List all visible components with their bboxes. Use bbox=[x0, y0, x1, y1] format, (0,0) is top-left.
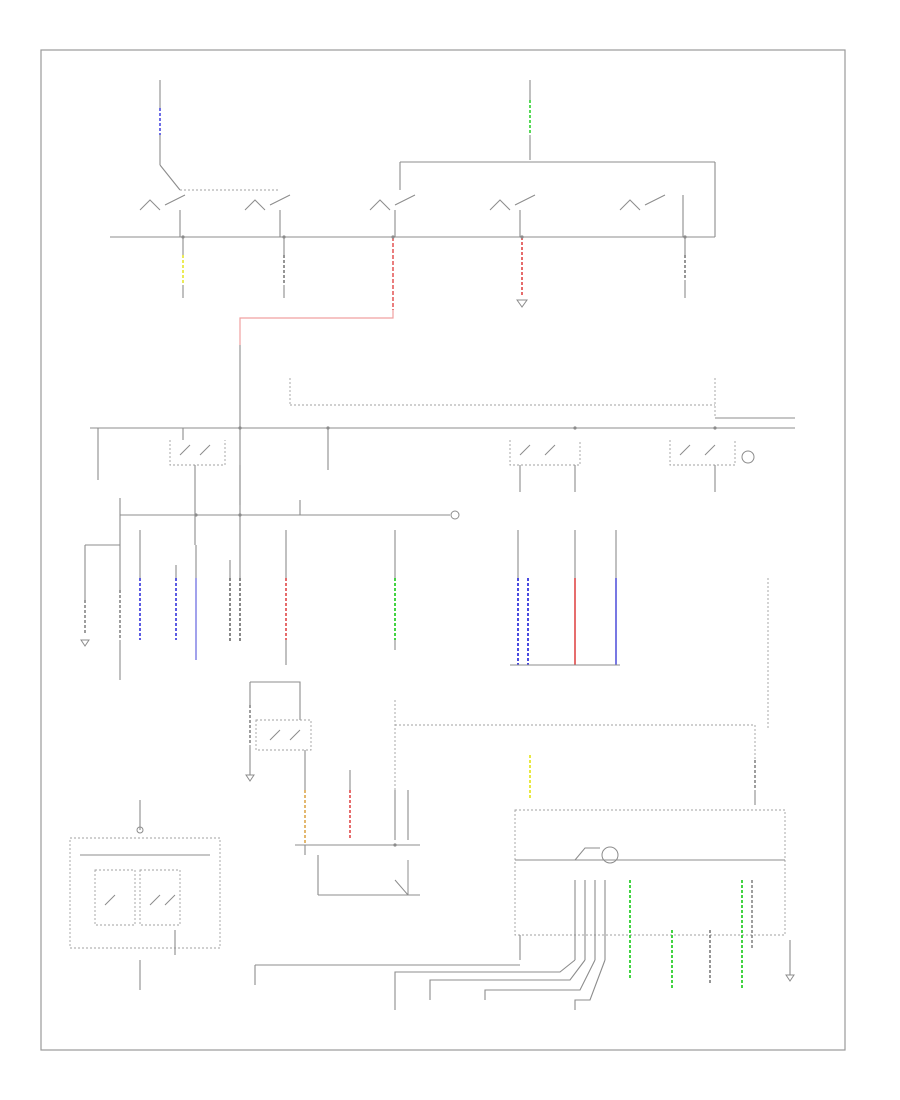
connector-dots bbox=[181, 235, 717, 847]
diagram-frame bbox=[40, 49, 846, 1051]
top-bus-drops bbox=[182, 237, 686, 345]
lower-middle bbox=[245, 681, 756, 896]
top-left-fuse-feed bbox=[159, 80, 181, 191]
bottom-fanout bbox=[254, 959, 606, 1010]
left-lower-block bbox=[69, 800, 221, 990]
top-relay-row bbox=[110, 189, 715, 238]
right-lower-fusebox bbox=[514, 755, 795, 990]
top-mid-fuse-feed bbox=[399, 80, 716, 237]
mid-bus-section bbox=[90, 345, 795, 545]
fuse-drops bbox=[80, 498, 769, 730]
